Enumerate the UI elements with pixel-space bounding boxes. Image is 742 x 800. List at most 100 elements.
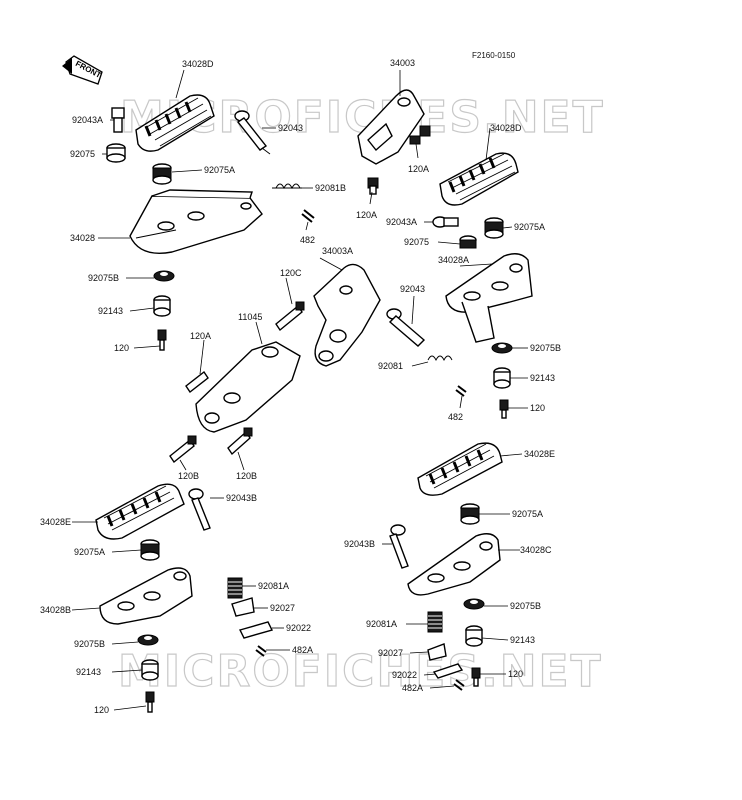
collar-92075b-bottom-right — [463, 598, 485, 610]
collar-92075b-bottom-left — [137, 634, 159, 646]
label-92081a-left: 92081A — [258, 581, 289, 591]
label-92081b: 92081B — [315, 183, 346, 193]
clip-482a-right — [453, 679, 465, 691]
footpeg-bracket-34028c — [407, 533, 501, 596]
label-120a-right-2: 120A — [356, 210, 377, 220]
label-120a-mid: 120A — [190, 331, 211, 341]
plate-92022-left — [238, 621, 274, 639]
label-92143-bottom-right: 92143 — [510, 635, 535, 645]
label-92075b-right: 92075B — [530, 343, 561, 353]
label-482-right: 482 — [448, 412, 463, 422]
collar-92075b-right — [491, 342, 513, 354]
label-34028e-left: 34028E — [40, 517, 71, 527]
label-92075-right: 92075 — [404, 237, 429, 247]
label-120-bottom-left: 120 — [94, 705, 109, 715]
label-34028b: 34028B — [40, 605, 71, 615]
label-92043a-right: 92043A — [386, 217, 417, 227]
label-92022-right: 92022 — [392, 670, 417, 680]
damper-92075a-top-left — [152, 163, 172, 185]
bolt-120a-right-2 — [367, 177, 379, 195]
label-120-bottom-right: 120 — [508, 669, 523, 679]
label-120-left: 120 — [114, 343, 129, 353]
label-92022-left: 92022 — [286, 623, 311, 633]
collar-92075b-left — [153, 270, 175, 282]
pin-92043-right — [386, 308, 426, 347]
spring-92081 — [427, 355, 453, 362]
pin-92043b-left — [188, 488, 211, 531]
label-92075a-right: 92075A — [514, 222, 545, 232]
label-34028: 34028 — [70, 233, 95, 243]
label-11045: 11045 — [238, 312, 262, 322]
bolt-120b-b — [227, 427, 253, 456]
label-92043b-left: 92043B — [226, 493, 257, 503]
bolt-120-bottom-right — [471, 667, 481, 687]
bracket-11045 — [195, 341, 301, 433]
pin-92043-top — [234, 110, 271, 155]
label-92027-left: 92027 — [270, 603, 295, 613]
label-92043-right: 92043 — [400, 284, 425, 294]
label-34003a: 34003A — [322, 246, 353, 256]
label-92143-left: 92143 — [98, 306, 123, 316]
footpeg-rubber-bottom-right — [417, 442, 503, 496]
damper-92143-right — [493, 367, 511, 389]
label-120-right: 120 — [530, 403, 545, 413]
label-92075a-bottom-right: 92075A — [512, 509, 543, 519]
label-92043b-right: 92043B — [344, 539, 375, 549]
footpeg-rubber-bottom-left — [95, 483, 185, 540]
label-92075a-left: 92075A — [204, 165, 235, 175]
stopper-92027-left — [231, 597, 255, 617]
label-92075b-bottom-left: 92075B — [74, 639, 105, 649]
damper-92143-bottom-left — [141, 659, 159, 681]
label-120c: 120C — [280, 268, 302, 278]
diagram-code: F2160-0150 — [472, 51, 516, 60]
bolt-92043a-right — [432, 216, 459, 228]
bolt-120-bottom-left — [145, 691, 155, 713]
bolt-120a-mid — [185, 370, 209, 394]
label-482a-right: 482A — [402, 683, 423, 693]
spring-92081a-right — [427, 611, 443, 633]
clip-482-top — [301, 209, 315, 223]
label-92075b-left: 92075B — [88, 273, 119, 283]
footpeg-bracket-34028b — [99, 567, 193, 625]
label-34028d-right: 34028D — [490, 123, 522, 133]
damper-92075a-right — [484, 217, 504, 239]
label-34028e-right: 34028E — [524, 449, 555, 459]
clip-482-right — [455, 385, 467, 397]
label-92143-bottom-left: 92143 — [76, 667, 101, 677]
label-120a-right-1: 120A — [408, 164, 429, 174]
bolt-120c — [275, 301, 305, 332]
front-arrow-icon: FRONT — [62, 55, 103, 85]
label-92075-left: 92075 — [70, 149, 95, 159]
bolt-92043a-left — [111, 107, 125, 133]
collar-92075-left — [106, 143, 126, 163]
spring-92081b — [272, 183, 302, 190]
label-482-top: 482 — [300, 235, 315, 245]
bolt-120-right — [499, 399, 509, 419]
label-120b-a: 120B — [178, 471, 199, 481]
plate-92022-right — [432, 663, 464, 679]
bracket-34003a — [313, 263, 381, 367]
label-120b-b: 120B — [236, 471, 257, 481]
bolt-120b-a — [169, 435, 197, 464]
label-92075a-bottom-left: 92075A — [74, 547, 105, 557]
footpeg-bracket-34028a — [445, 253, 533, 343]
footpeg-bracket-34028 — [129, 189, 263, 254]
watermark-bottom: MICROFICHES.NET — [118, 646, 603, 697]
label-92081: 92081 — [378, 361, 403, 371]
bolt-120a-right-1 — [409, 135, 421, 145]
label-92043-top: 92043 — [278, 123, 303, 133]
label-34028a: 34028A — [438, 255, 469, 265]
bolt-120-left — [157, 329, 167, 351]
label-34028c: 34028C — [520, 545, 552, 555]
damper-92075a-bottom-left — [140, 539, 160, 561]
bracket-34003 — [357, 89, 431, 165]
spring-92081a-left — [227, 577, 243, 599]
label-482a-left: 482A — [292, 645, 313, 655]
clip-482a-left — [255, 645, 267, 657]
damper-92143-left — [153, 295, 171, 317]
damper-92143-bottom-right — [465, 625, 483, 647]
label-92143-right: 92143 — [530, 373, 555, 383]
footpeg-rubber-top-left — [135, 94, 215, 152]
stopper-92027-right — [427, 643, 447, 661]
